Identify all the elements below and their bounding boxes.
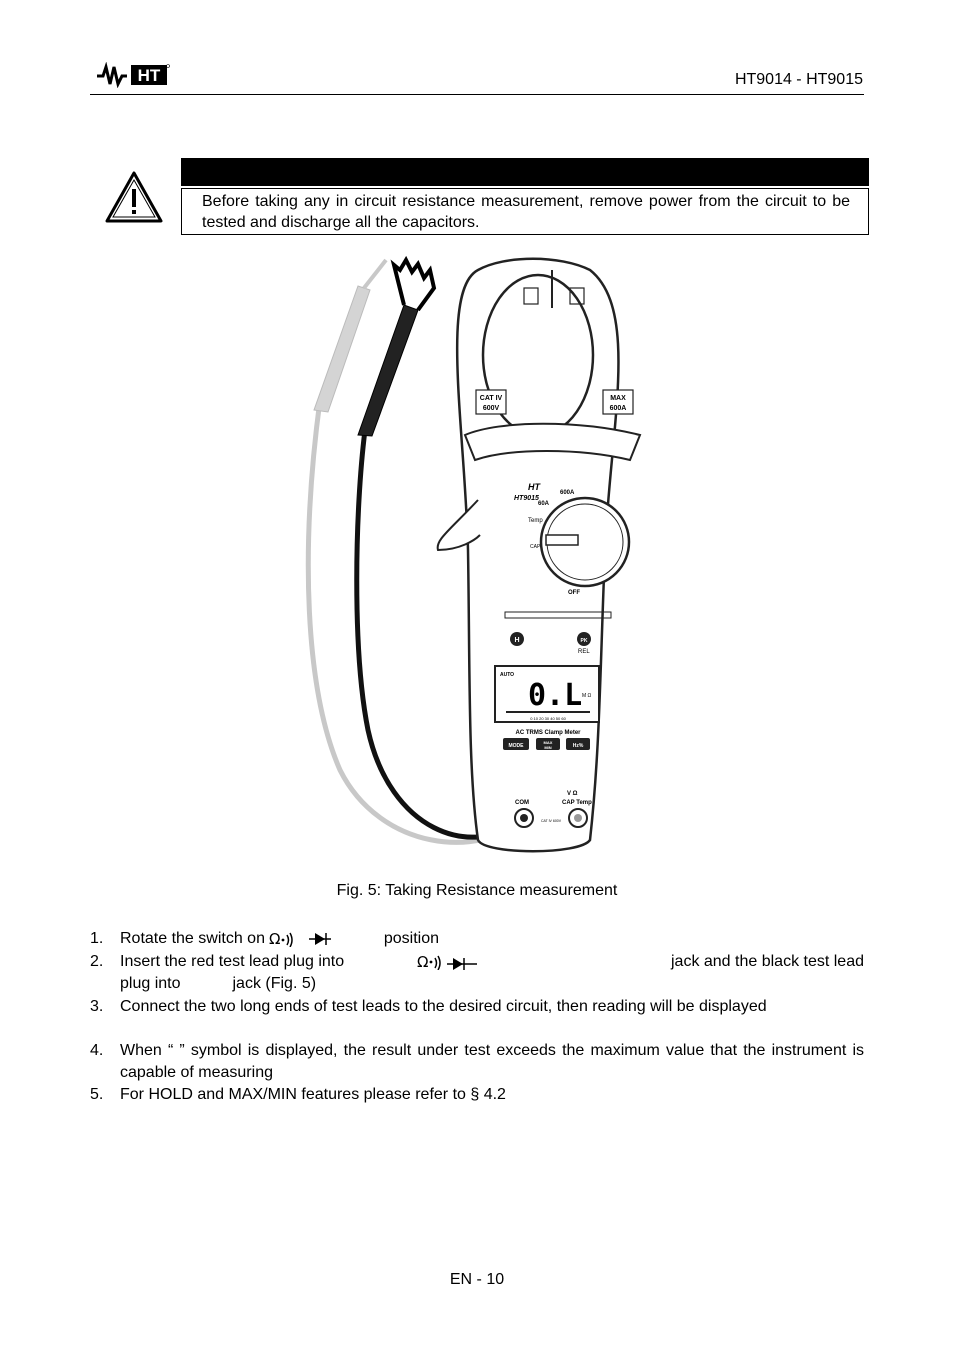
svg-text:HT9015: HT9015 (514, 495, 539, 502)
svg-text:CAT IV: CAT IV (480, 395, 503, 402)
svg-text:MODE: MODE (509, 743, 525, 749)
svg-text:PK: PK (581, 638, 588, 644)
figure-caption: Fig. 5: Taking Resistance measurement (336, 882, 618, 899)
svg-text:600A: 600A (610, 405, 627, 412)
svg-text:AC TRMS Clamp Meter: AC TRMS Clamp Meter (515, 730, 581, 736)
ohm-buzzer-diode-icon: Ω (269, 931, 332, 947)
lcd-scale: 0 10 20 30 40 50 60 (530, 716, 566, 721)
logo-text: HT (138, 66, 161, 85)
svg-text:OFF: OFF (568, 590, 580, 596)
black-probe-body (357, 304, 419, 437)
header-rule (90, 94, 864, 95)
clamp-meter-illustration: CAT IV 600V MAX 600A HT HT9015 600A 60A … (305, 255, 642, 853)
peak-button (577, 632, 591, 646)
svg-text:Ω: Ω (417, 954, 428, 970)
svg-text:Ω: Ω (269, 931, 280, 947)
rotary-dial (539, 496, 631, 588)
warning-text: Before taking any in circuit resistance … (202, 193, 850, 231)
hold-button (510, 632, 524, 646)
document-id: HT9014 - HT9015 (734, 71, 863, 88)
svg-text:0.L: 0.L (528, 678, 582, 713)
page-number: EN - 10 (449, 1271, 505, 1288)
warning-box: Before taking any in circuit resistance … (181, 188, 869, 235)
svg-text:MIN: MIN (544, 745, 551, 750)
black-lead-cable (354, 429, 524, 840)
svg-text:CAP Temp: CAP Temp (562, 800, 592, 806)
svg-text:V Ω: V Ω (567, 791, 578, 797)
warning-banner (181, 158, 869, 186)
svg-text:60A: 60A (538, 501, 550, 507)
svg-text:AUTO: AUTO (500, 672, 514, 678)
red-lead-cable (305, 399, 527, 845)
warning-triangle-icon (105, 171, 163, 223)
clamp-trigger (436, 499, 481, 552)
svg-text:M Ω: M Ω (582, 693, 592, 699)
svg-text:CAT IV 600V: CAT IV 600V (541, 819, 562, 823)
black-probe-tip (390, 255, 437, 312)
ohm-buzzer-diode-icon: Ω (417, 954, 477, 970)
red-probe-body (313, 285, 371, 413)
svg-text:600V: 600V (483, 405, 500, 412)
mode-button (503, 738, 529, 750)
svg-text:MAX: MAX (544, 740, 553, 745)
svg-text:600A: 600A (560, 490, 575, 496)
svg-text:MAX: MAX (610, 395, 626, 402)
svg-text:CAP: CAP (530, 544, 541, 550)
max-min-button (536, 738, 560, 750)
svg-text:Temp: Temp (528, 518, 543, 524)
svg-text:Hz%: Hz% (573, 743, 584, 749)
svg-text:HT: HT (528, 482, 541, 492)
ht-brand-logo: HT (95, 62, 171, 88)
red-probe-tip (362, 258, 388, 290)
svg-text:REL: REL (578, 649, 590, 655)
dial-pointer (545, 534, 579, 546)
svg-text:COM: COM (515, 800, 529, 806)
svg-text:H: H (514, 637, 519, 644)
hz-button (566, 738, 590, 750)
